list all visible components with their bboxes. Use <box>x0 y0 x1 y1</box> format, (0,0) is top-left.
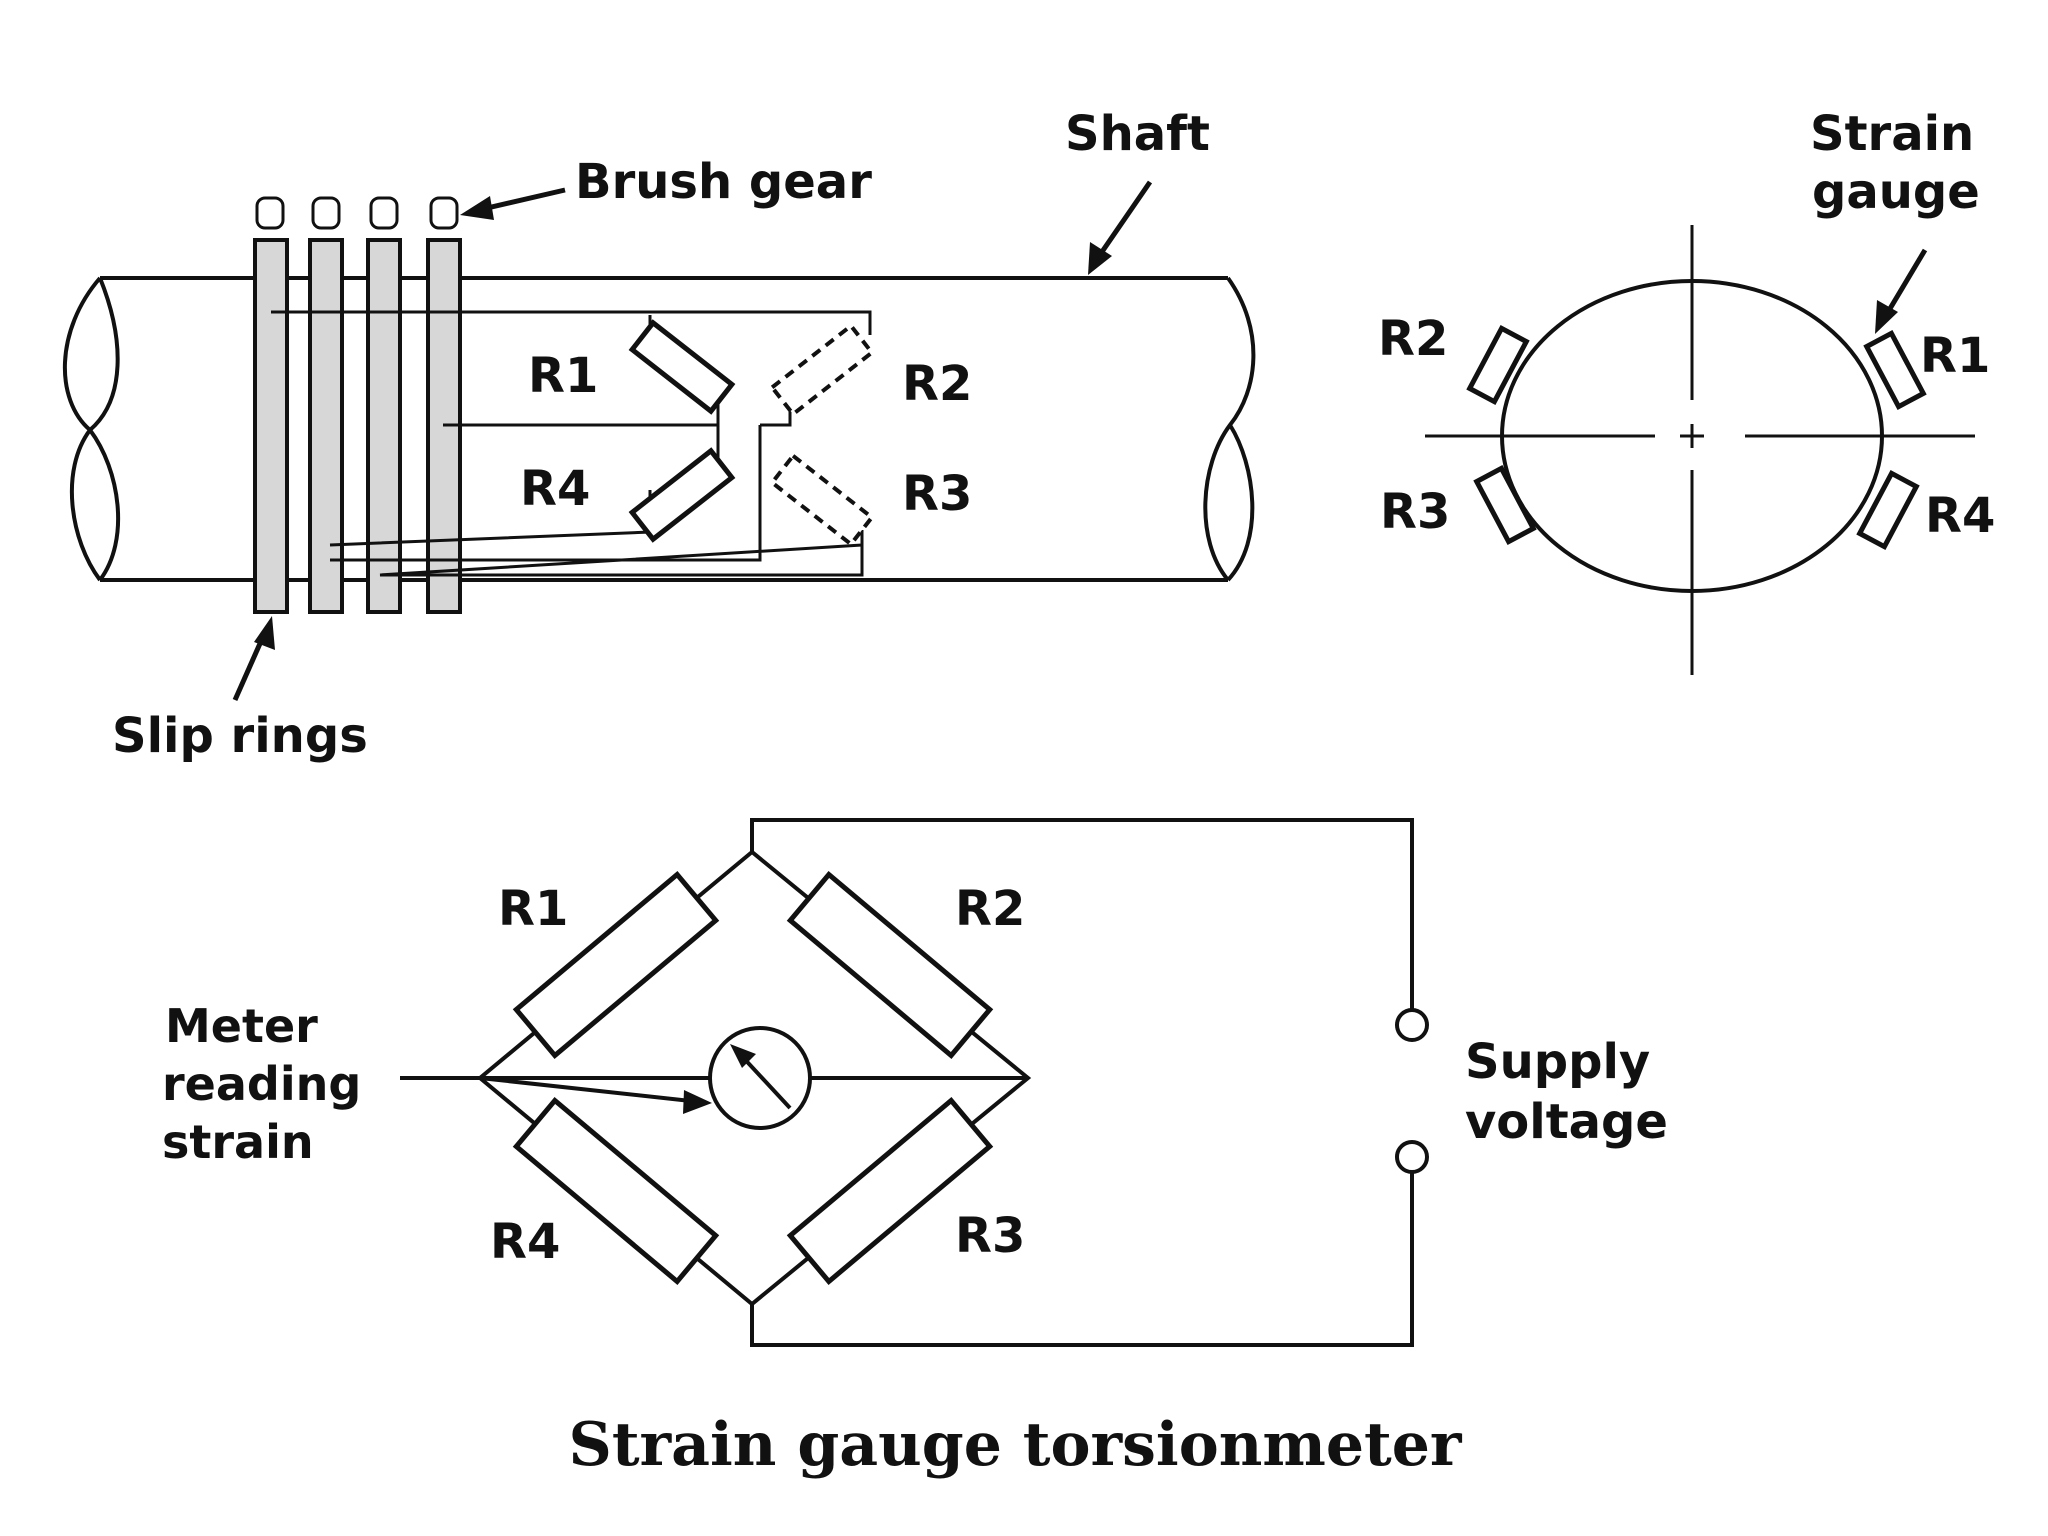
shaft-r3-label: R3 <box>902 466 972 522</box>
shaft-arrow <box>1092 180 1153 264</box>
shaft-r1-label: R1 <box>528 348 598 404</box>
cross-section-r3-label: R3 <box>1380 484 1450 540</box>
shaft-gauge-r1 <box>628 319 736 415</box>
brush-gear-label: Brush gear <box>575 154 872 210</box>
meter-pointer-head <box>683 1090 712 1114</box>
cross-section-gauge-r1 <box>1863 330 1927 410</box>
supply-label-line1: Supply <box>1465 1034 1650 1090</box>
cross-section-center <box>1680 424 1704 448</box>
cross-section-gauge-r3 <box>1473 465 1537 545</box>
strain-gauge-arrowhead <box>1875 300 1898 334</box>
shaft-gauge-r3 <box>769 453 875 547</box>
meter-pointer-line <box>400 1076 701 1104</box>
cross-section-gauge-r2 <box>1466 325 1530 405</box>
brush-gear <box>255 196 459 230</box>
cross-section-r1-label: R1 <box>1920 328 1990 384</box>
meter-label-line3: strain <box>162 1115 314 1169</box>
supply-terminal-top <box>1395 1008 1429 1042</box>
shaft-gauge-r2 <box>769 323 875 417</box>
wheatstone-bridge: R1 R2 R4 R3 Meter reading strain Supply … <box>162 818 1668 1347</box>
shaft-arrowhead <box>1088 242 1112 275</box>
meter-icon <box>708 1026 812 1130</box>
bridge-r4-label: R4 <box>490 1214 560 1270</box>
strain-gauge-label-line1: Strain <box>1810 106 1974 162</box>
cross-section-r4-label: R4 <box>1925 488 1995 544</box>
slip-rings-label: Slip rings <box>112 708 368 764</box>
shaft-left-break <box>63 276 121 582</box>
supply-wire-top <box>750 818 1414 1010</box>
meter-needle-head <box>730 1044 756 1068</box>
shaft-gauge-r4 <box>628 447 736 543</box>
brush-gear-arrowhead <box>460 196 494 220</box>
shaft-label: Shaft <box>1065 106 1210 162</box>
supply-terminal-bottom <box>1395 1140 1429 1174</box>
bridge-r3-label: R3 <box>955 1208 1025 1264</box>
supply-label-line2: voltage <box>1465 1094 1668 1150</box>
shaft-side-view: Brush gear Shaft Slip rings R1 R4 R2 R3 <box>63 106 1256 764</box>
meter-label-line2: reading <box>162 1057 361 1111</box>
shaft-r2-label: R2 <box>902 356 972 412</box>
shaft-r4-label: R4 <box>520 461 590 517</box>
supply-wire-bottom <box>750 1172 1414 1347</box>
cross-section-r2-label: R2 <box>1378 311 1448 367</box>
bridge-resistor-r2 <box>786 871 994 1059</box>
bridge-r2-label: R2 <box>955 881 1025 937</box>
meter-label-line1: Meter <box>165 999 318 1053</box>
bridge-r1-label: R1 <box>498 881 568 937</box>
shaft-cross-section: Strain gauge R1 R2 R3 R4 <box>1378 106 1995 675</box>
bridge-resistor-r4 <box>512 1097 720 1285</box>
slip-rings <box>253 238 462 614</box>
slip-rings-arrowhead <box>254 616 275 650</box>
shaft-right-break <box>1203 276 1256 582</box>
bridge-resistor-r3 <box>786 1097 994 1285</box>
cross-section-gauge-r4 <box>1856 470 1920 550</box>
bridge-resistor-r1 <box>512 871 720 1059</box>
figure-caption: Strain gauge torsionmeter <box>568 1410 1462 1480</box>
strain-gauge-label-line2: gauge <box>1812 164 1980 220</box>
